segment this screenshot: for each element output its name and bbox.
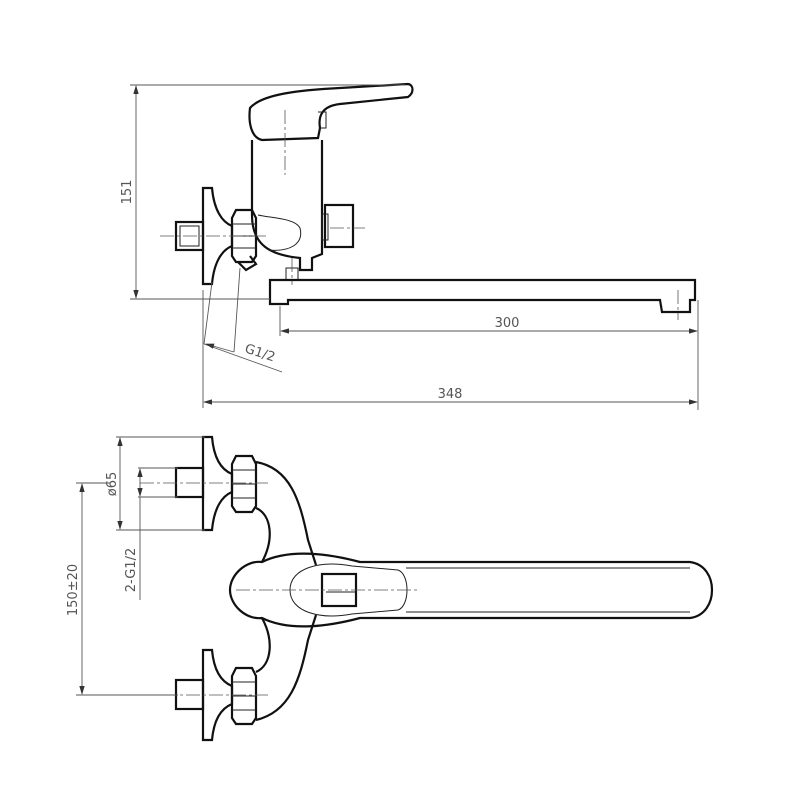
- lever-handle-top: [228, 552, 714, 628]
- side-view: 151 300 348 G1/2: [120, 82, 699, 410]
- spout: [268, 278, 697, 314]
- side-center-lines: [160, 110, 679, 320]
- lever-handle: [248, 82, 414, 142]
- thread-size-label: 2-G1/2: [124, 548, 139, 592]
- center-distance-extension-lines: [76, 482, 178, 696]
- flange-extension-lines: [116, 436, 205, 531]
- top-view: ø65 2-G1/2 150±20: [66, 435, 714, 742]
- overall-length-label: 348: [438, 387, 463, 402]
- lower-nut: [230, 666, 258, 726]
- mixer-body-top: [255, 460, 318, 722]
- upper-nut-facets: [232, 469, 256, 499]
- body-contour: [257, 214, 302, 251]
- outlet-connector: [321, 213, 329, 241]
- thread-label: G1/2: [243, 342, 277, 366]
- mixer-body: [250, 140, 324, 272]
- upper-nut: [230, 454, 258, 514]
- height-extension-lines: [130, 84, 405, 300]
- upper-pipe-stub: [174, 466, 205, 499]
- height-dimension-label: 151: [120, 180, 135, 205]
- top-center-lines: [140, 482, 420, 696]
- thread-size-extension-lines: [138, 467, 178, 600]
- flange-diameter-label: ø65: [105, 472, 120, 497]
- lower-pipe-stub: [174, 678, 205, 711]
- center-distance-label: 150±20: [66, 564, 81, 616]
- hex-nut: [230, 208, 258, 264]
- thread-dimension-arrow: [205, 343, 235, 353]
- outlet-box: [323, 203, 355, 249]
- handle-edge-lines: [406, 567, 690, 613]
- spout-length-label: 300: [495, 316, 520, 331]
- nut-fitting: [237, 255, 258, 272]
- handle-detail: [318, 111, 327, 129]
- thread-leader-lines: [203, 267, 283, 373]
- upper-wall-flange: [201, 435, 234, 532]
- lower-nut-facets: [232, 681, 256, 711]
- spout-extension-lines: [279, 300, 699, 410]
